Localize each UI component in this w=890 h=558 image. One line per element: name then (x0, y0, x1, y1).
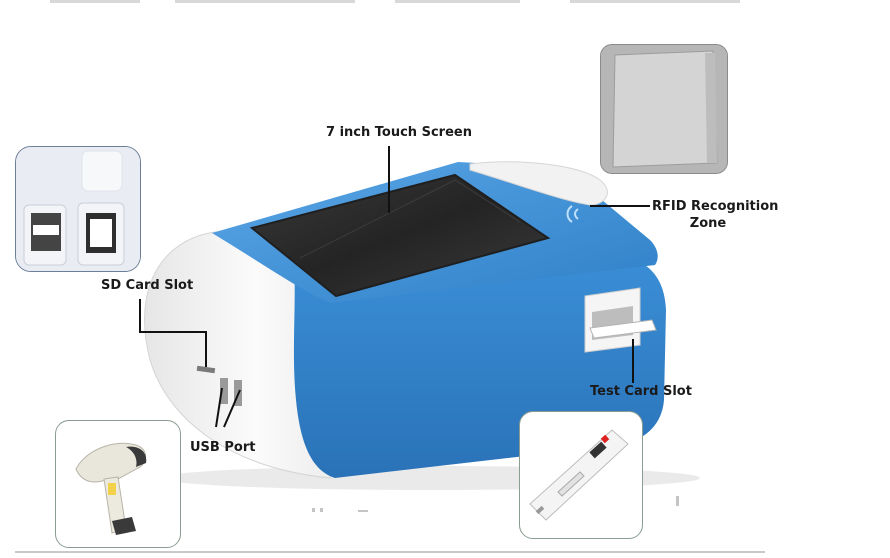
rfid-zone-label: RFID Recognition Zone (652, 198, 779, 232)
touch-screen-label: 7 inch Touch Screen (326, 125, 472, 140)
test-card-slot-label: Test Card Slot (590, 384, 692, 399)
rfid-card-inset (600, 44, 728, 174)
faint-bottom-marks (312, 496, 679, 512)
cropped-header-strip (50, 0, 740, 3)
rfid-label-line2: Zone (689, 216, 727, 231)
device-rear-white-bump (469, 161, 608, 206)
bottom-divider (15, 551, 765, 553)
rfid-symbol-icon (566, 205, 579, 223)
sd-card-inset (15, 146, 141, 272)
leader-lines (139, 146, 650, 428)
test-card-photo-icon (529, 429, 629, 521)
rfid-card-photo-icon (601, 45, 727, 173)
rfid-label-line1: RFID Recognition (652, 199, 779, 214)
sd-card-slot-label: SD Card Slot (101, 278, 194, 293)
usb-port-label: USB Port (190, 440, 256, 455)
barcode-scanner-photo-icon (75, 442, 147, 535)
test-card-inset (519, 411, 643, 539)
test-card-slot-graphic (584, 287, 657, 353)
scanner-inset (55, 420, 181, 548)
sd-card-photo-icon (16, 147, 140, 271)
touch-screen (249, 173, 551, 298)
